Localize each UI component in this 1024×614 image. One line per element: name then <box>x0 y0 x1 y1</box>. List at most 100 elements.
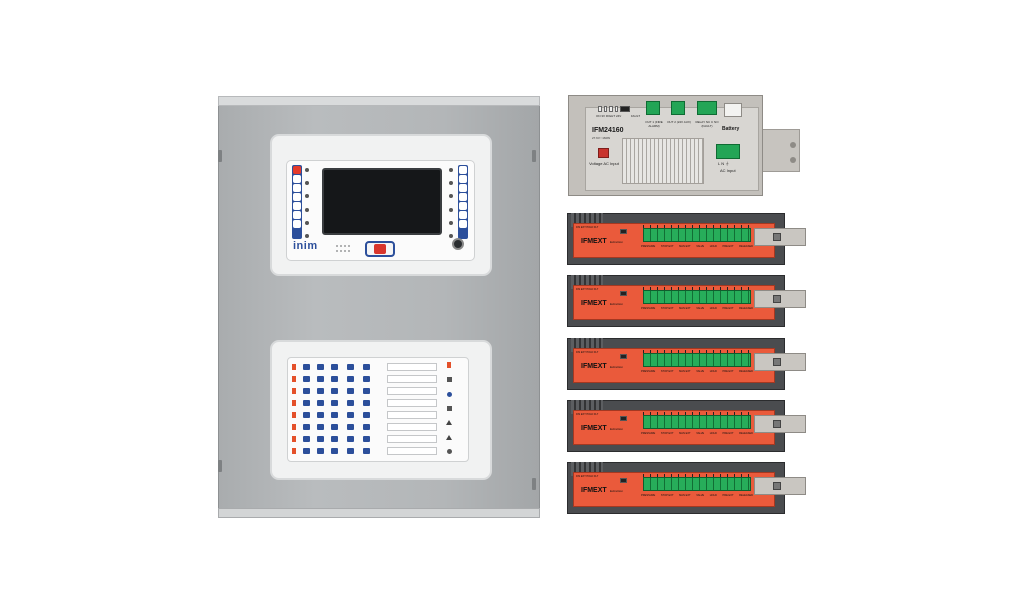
usb-port[interactable] <box>620 478 627 483</box>
relay-label: RELAY NC C NO (FAULT) <box>695 120 719 128</box>
battery-connector[interactable] <box>724 103 742 117</box>
cabinet-latch <box>532 150 536 162</box>
function-key[interactable] <box>293 211 301 219</box>
ac-input-terminal[interactable] <box>716 144 740 159</box>
psu-status-leds <box>598 106 618 112</box>
zone-row <box>291 362 439 372</box>
status-icon <box>446 377 452 383</box>
extinction-module: DIS EXT HOLD FLT IFMEXT Extinction PRESS… <box>567 400 785 452</box>
module-led-label: DIS EXT HOLD FLT <box>576 288 599 291</box>
fire-icon <box>447 362 451 368</box>
usb-port[interactable] <box>620 354 627 359</box>
function-key[interactable] <box>293 193 301 201</box>
psu-voltage-indicator <box>598 148 609 158</box>
status-led <box>449 207 453 212</box>
voltage-input-label: Voltage AC Input <box>589 161 619 166</box>
function-key[interactable] <box>459 220 467 228</box>
extinction-module: DIS EXT HOLD FLT IFMEXT Extinction PRESS… <box>567 338 785 390</box>
left-led-column <box>305 168 311 238</box>
usb-port[interactable] <box>620 291 627 296</box>
zone-row <box>291 434 439 444</box>
module-subtitle: Extinction <box>610 240 624 244</box>
zone-status-icons <box>444 362 454 454</box>
status-icon <box>446 448 452 454</box>
module-led-label: DIS EXT HOLD FLT <box>576 226 599 229</box>
function-key[interactable] <box>459 202 467 210</box>
warning-icon <box>446 420 452 426</box>
out2-terminal[interactable] <box>671 101 685 115</box>
terminal-block[interactable] <box>643 228 751 242</box>
module-subtitle: Extinction <box>610 427 624 431</box>
brand-logo: inim <box>293 240 318 252</box>
function-key[interactable] <box>293 202 301 210</box>
zone-indicator-face <box>287 357 469 462</box>
extinction-module: DIS EXT HOLD FLT IFMEXT Extinction PRESS… <box>567 275 785 327</box>
function-key[interactable] <box>459 166 467 174</box>
ac-input-label: AC Input <box>720 168 736 173</box>
function-key[interactable] <box>293 220 301 228</box>
module-led-label: DIS EXT HOLD FLT <box>576 413 599 416</box>
module-led-label: DIS EXT HOLD FLT <box>576 351 599 354</box>
status-led <box>305 181 309 186</box>
module-bracket <box>754 415 806 433</box>
key-switch-icon[interactable] <box>452 238 464 250</box>
status-led <box>449 194 453 199</box>
extinction-module: DIS EXT HOLD FLT IFMEXT Extinction PRESS… <box>567 213 785 265</box>
status-led <box>305 207 309 212</box>
fault-label: FAULT <box>631 114 641 118</box>
zone-row <box>291 398 439 408</box>
module-bracket <box>754 228 806 246</box>
status-led <box>305 168 309 172</box>
usb-port[interactable] <box>620 229 627 234</box>
status-icon <box>446 405 452 411</box>
status-led <box>305 220 309 225</box>
terminal-block[interactable] <box>643 290 751 304</box>
extinction-module: DIS EXT HOLD FLT IFMEXT Extinction PRESS… <box>567 462 785 514</box>
cabinet-top-edge <box>218 96 540 106</box>
status-led <box>305 194 309 199</box>
lcd-screen <box>322 168 442 235</box>
terminal-block[interactable] <box>643 415 751 429</box>
status-icon <box>446 391 452 397</box>
terminal-block[interactable] <box>643 353 751 367</box>
right-key-column <box>458 165 468 239</box>
cabinet-latch <box>532 478 536 490</box>
fire-key[interactable] <box>293 166 301 174</box>
psu-model-label: IFM24160 <box>592 127 624 134</box>
zone-row <box>291 386 439 396</box>
module-led-label: DIS EXT HOLD FLT <box>576 475 599 478</box>
out1-terminal[interactable] <box>646 101 660 115</box>
function-key[interactable] <box>459 175 467 183</box>
warning-icon <box>446 434 452 440</box>
battery-label: Battery <box>722 126 740 132</box>
module-title: IFMEXT <box>581 300 607 307</box>
module-bracket <box>754 290 806 308</box>
module-subtitle: Extinction <box>610 489 624 493</box>
reset-button[interactable] <box>374 244 386 254</box>
relay-terminal[interactable] <box>697 101 717 115</box>
usb-port[interactable] <box>620 106 630 112</box>
status-led <box>449 233 453 238</box>
out2-label: OUT 2 (24V AUX) <box>667 120 691 124</box>
module-title: IFMEXT <box>581 487 607 494</box>
function-key[interactable] <box>459 184 467 192</box>
psu-led-label: ON 3V RIGHT 24V <box>596 114 622 118</box>
usb-port[interactable] <box>620 416 627 421</box>
function-key[interactable] <box>293 184 301 192</box>
zone-row <box>291 446 439 456</box>
terminal-block[interactable] <box>643 477 751 491</box>
function-key[interactable] <box>293 175 301 183</box>
buzzer-grille <box>336 245 350 253</box>
cabinet-hinge <box>218 460 222 472</box>
function-key[interactable] <box>459 211 467 219</box>
left-key-column <box>292 165 302 239</box>
cabinet-bottom-edge <box>218 508 540 518</box>
module-title: IFMEXT <box>581 425 607 432</box>
out1-label: OUT 1 (FIRE ALARM) <box>645 120 663 128</box>
module-bracket <box>754 477 806 495</box>
module-title: IFMEXT <box>581 363 607 370</box>
function-key[interactable] <box>459 193 467 201</box>
right-led-column <box>449 168 455 238</box>
